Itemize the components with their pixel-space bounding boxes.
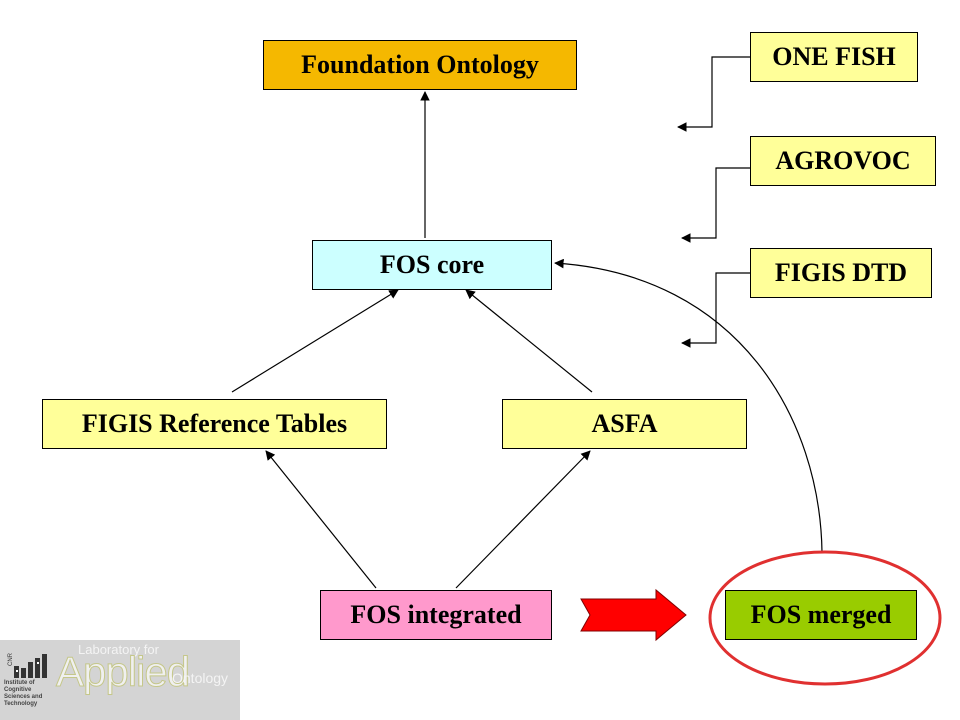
node-label: ONE FISH	[772, 42, 896, 71]
logo-ontology-text: Ontology	[172, 670, 229, 686]
edge-agrovoc-elbow	[681, 167, 750, 243]
logo-institute-text: Institute of Cognitive Sciences and Tech…	[4, 680, 43, 707]
node-fos-merged: FOS merged	[725, 590, 917, 640]
edge-integrated-to-asfa	[455, 450, 591, 589]
node-label: FIGIS Reference Tables	[81, 409, 348, 438]
edge-figisref-to-core	[231, 289, 399, 393]
node-label: FOS core	[379, 250, 485, 279]
svg-text:CNR: CNR	[8, 652, 14, 666]
node-asfa: ASFA	[502, 399, 747, 449]
edge-integrated-to-figisref	[265, 450, 377, 589]
node-agrovoc: AGROVOC	[750, 136, 936, 186]
node-one-fish: ONE FISH	[750, 32, 918, 82]
edge-asfa-to-core	[465, 289, 593, 393]
highlight-ellipse	[708, 550, 942, 686]
lab-logo: CNR Laboratory for Applied Ontology Inst…	[0, 640, 240, 720]
node-label: FIGIS DTD	[774, 258, 908, 287]
node-foundation-ontology: Foundation Ontology	[263, 40, 577, 90]
node-figis-dtd: FIGIS DTD	[750, 248, 932, 298]
edge-figisdtd-elbow	[681, 272, 750, 348]
node-label: FOS merged	[750, 600, 892, 629]
logo-lab-text: Laboratory for	[78, 642, 159, 657]
node-fos-core: FOS core	[312, 240, 552, 290]
logo-applied-text: Applied	[55, 648, 190, 696]
edge-onefish-elbow	[677, 56, 750, 132]
bar-chart-logo-icon: CNR	[8, 652, 47, 678]
edge-merged-to-core	[554, 258, 823, 553]
node-label: FOS integrated	[350, 600, 522, 629]
node-label: AGROVOC	[775, 146, 911, 175]
node-figis-reference-tables: FIGIS Reference Tables	[42, 399, 387, 449]
node-label: ASFA	[591, 409, 658, 438]
transform-arrow	[580, 588, 687, 642]
node-label: Foundation Ontology	[301, 50, 539, 79]
node-fos-integrated: FOS integrated	[320, 590, 552, 640]
